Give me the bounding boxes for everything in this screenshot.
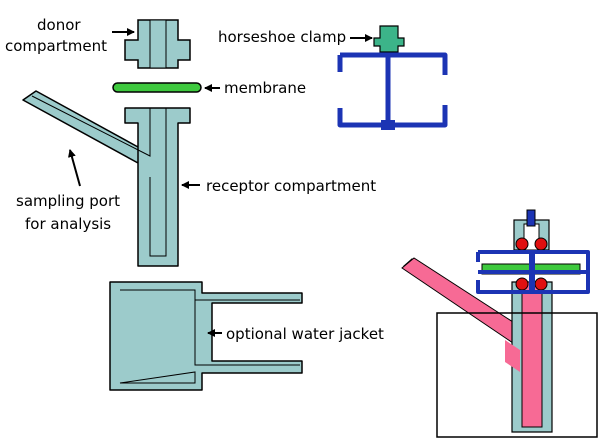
- sampling-arrow: [68, 149, 81, 187]
- horseshoe-clamp: [337, 25, 448, 130]
- receptor-compartment-label: receptor compartment: [206, 177, 376, 195]
- water-jacket-label: optional water jacket: [226, 325, 384, 343]
- receptor-compartment: [22, 90, 191, 267]
- assembled-cell: [401, 209, 598, 438]
- donor-compartment: [124, 19, 191, 69]
- donor-label-line2: compartment: [5, 37, 107, 55]
- donor-label-line1: donor: [37, 16, 81, 34]
- sampling-port-label-line2: for analysis: [25, 215, 111, 233]
- membrane-label: membrane: [224, 79, 306, 97]
- horseshoe-clamp-label: horseshoe clamp: [218, 28, 346, 46]
- membrane-strip: [112, 82, 202, 93]
- sampling-port-label-line1: sampling port: [16, 192, 120, 210]
- water-jacket: [109, 281, 303, 391]
